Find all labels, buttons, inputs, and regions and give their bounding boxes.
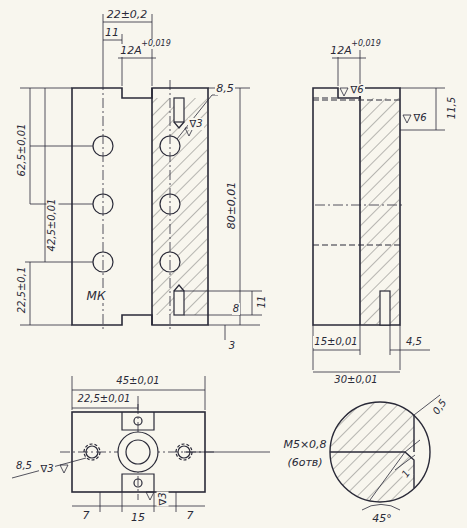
dimension-label: 22±0,2 bbox=[106, 8, 149, 21]
dimension-label: ∇3 bbox=[39, 463, 54, 475]
dimension-label: 0,5 bbox=[430, 396, 450, 418]
dimension-label: 45° bbox=[371, 512, 393, 525]
dimension-label: 4,5 bbox=[405, 336, 423, 348]
dimension-label: 8,5 bbox=[15, 460, 33, 472]
dimension-label: 3 bbox=[228, 340, 236, 352]
dimension-label: 62,5±0,01 bbox=[16, 123, 28, 178]
dimension-label: (6отв) bbox=[286, 456, 323, 469]
dimension-label: 80±0,01 bbox=[226, 180, 239, 230]
dimension-label: 15 bbox=[130, 511, 146, 524]
dimension-label: ∇6 bbox=[349, 84, 364, 96]
dimension-label: M5×0,8 bbox=[282, 438, 327, 451]
dimension-label: +0,019 bbox=[140, 39, 172, 49]
dimension-label: 8,5 bbox=[215, 82, 235, 95]
dimension-label: МК bbox=[86, 289, 107, 303]
dimension-label: +0,019 bbox=[350, 39, 382, 49]
dimension-label: ∇3 bbox=[157, 491, 169, 506]
dimension-label: 11 bbox=[104, 26, 120, 39]
dimension-label: 22,5±0,1 bbox=[16, 266, 28, 315]
dimension-label: 11,5 bbox=[446, 96, 458, 120]
dimension-label: ∇6 bbox=[412, 112, 427, 124]
dimension-label: 15±0,01 bbox=[313, 336, 358, 348]
dimension-label: 22,5±0,01 bbox=[77, 393, 132, 405]
dimension-label: 7 bbox=[186, 509, 195, 522]
dimension-label: 11 bbox=[256, 295, 268, 310]
dimension-label: 45±0,01 bbox=[115, 375, 160, 387]
dimension-label: 42,5±0,01 bbox=[46, 198, 58, 253]
dimension-label: 8 bbox=[232, 303, 240, 315]
dimension-label: ∇3 bbox=[188, 118, 203, 130]
dimension-label: 7 bbox=[82, 509, 91, 522]
dimension-label: 30±0,01 bbox=[333, 374, 378, 386]
